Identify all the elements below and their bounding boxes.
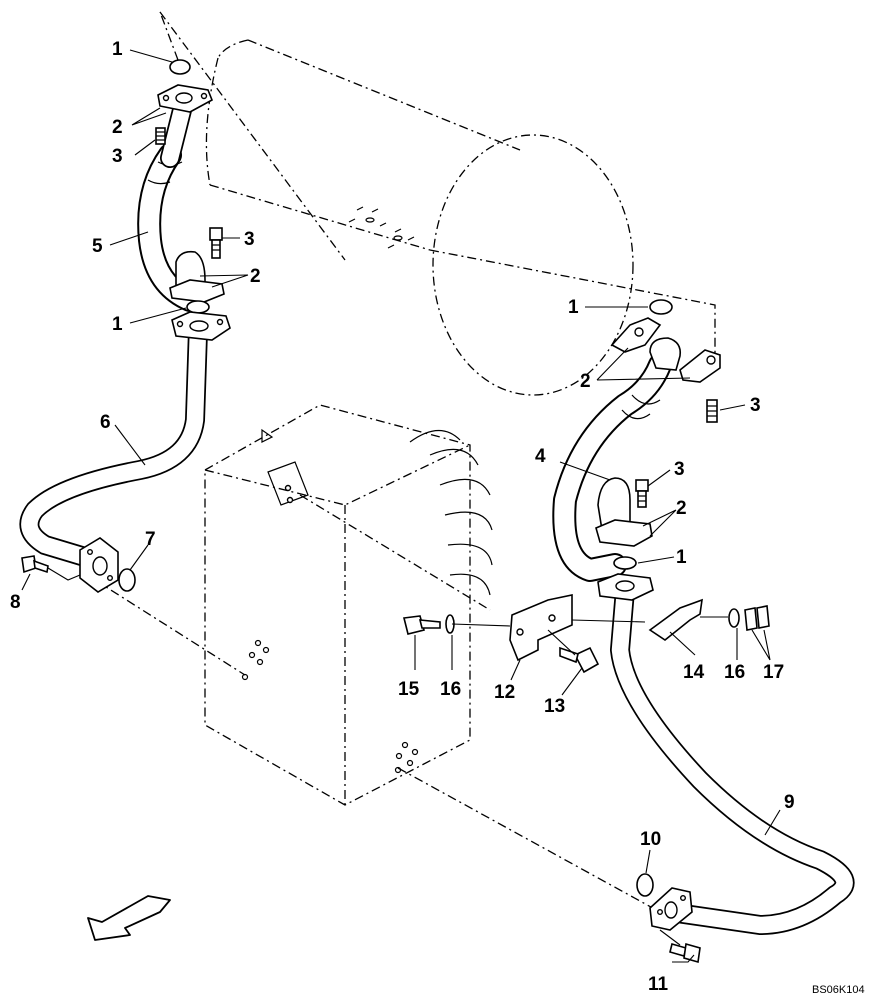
callout-8: 8 — [10, 592, 21, 613]
elbow-4 — [597, 477, 631, 533]
bolt-11 — [669, 943, 687, 957]
o-ring-1c — [649, 299, 673, 315]
callout-16: 16 — [724, 662, 745, 683]
pipe-9 — [610, 580, 855, 935]
o-ring-10 — [636, 873, 654, 897]
o-ring-1d — [613, 556, 637, 570]
washer-16b — [728, 608, 740, 628]
hydraulic-tank-phantom — [159, 11, 716, 396]
callout-16: 16 — [440, 679, 461, 700]
callout-10: 10 — [640, 829, 661, 850]
leader-lines — [21, 49, 781, 963]
fittings — [21, 59, 770, 964]
drawing-code: BS06K104 — [812, 984, 865, 996]
callout-labels: 1 2 3 5 3 2 1 6 7 8 1 2 3 4 3 2 1 15 16 … — [10, 39, 795, 995]
nut-17b — [756, 605, 770, 629]
callout-1: 1 — [112, 39, 123, 60]
front-direction-arrow — [87, 895, 171, 941]
bolt-13 — [573, 646, 600, 674]
callout-17: 17 — [763, 662, 784, 683]
control-valve-phantom — [204, 404, 493, 806]
callout-2: 2 — [676, 498, 687, 519]
bracket-14 — [648, 598, 703, 641]
callout-3: 3 — [112, 146, 123, 167]
callout-15: 15 — [398, 679, 420, 700]
callout-2: 2 — [250, 266, 261, 287]
callout-1: 1 — [112, 314, 123, 335]
callout-6: 6 — [100, 412, 111, 433]
callout-5: 5 — [92, 236, 103, 257]
bolt-15 — [403, 615, 425, 635]
bolt-3d — [635, 479, 649, 492]
split-flange-2b — [169, 279, 225, 303]
callout-12: 12 — [494, 682, 515, 703]
callout-3: 3 — [244, 229, 255, 250]
callout-4: 4 — [535, 446, 546, 467]
callout-9: 9 — [784, 792, 795, 813]
nut-17a — [744, 607, 758, 631]
callout-13: 13 — [544, 696, 565, 717]
callout-11: 11 — [648, 974, 669, 995]
callout-2: 2 — [112, 117, 123, 138]
split-flange-2d — [595, 519, 653, 547]
bracket-12 — [509, 594, 573, 662]
callout-14: 14 — [683, 662, 705, 683]
bolt-3b — [209, 227, 223, 241]
callout-7: 7 — [145, 529, 156, 550]
hose-4 — [552, 353, 672, 582]
callout-3: 3 — [750, 395, 761, 416]
split-flange-2c-right — [679, 349, 721, 383]
o-ring-1a — [169, 59, 191, 75]
o-ring-1b — [186, 300, 210, 314]
o-ring-7 — [118, 568, 136, 592]
callout-3: 3 — [674, 459, 685, 480]
connection-lines — [94, 11, 661, 913]
pipe-6 — [19, 320, 208, 570]
callout-1: 1 — [676, 547, 687, 568]
callout-2: 2 — [580, 371, 591, 392]
callout-1: 1 — [568, 297, 579, 318]
